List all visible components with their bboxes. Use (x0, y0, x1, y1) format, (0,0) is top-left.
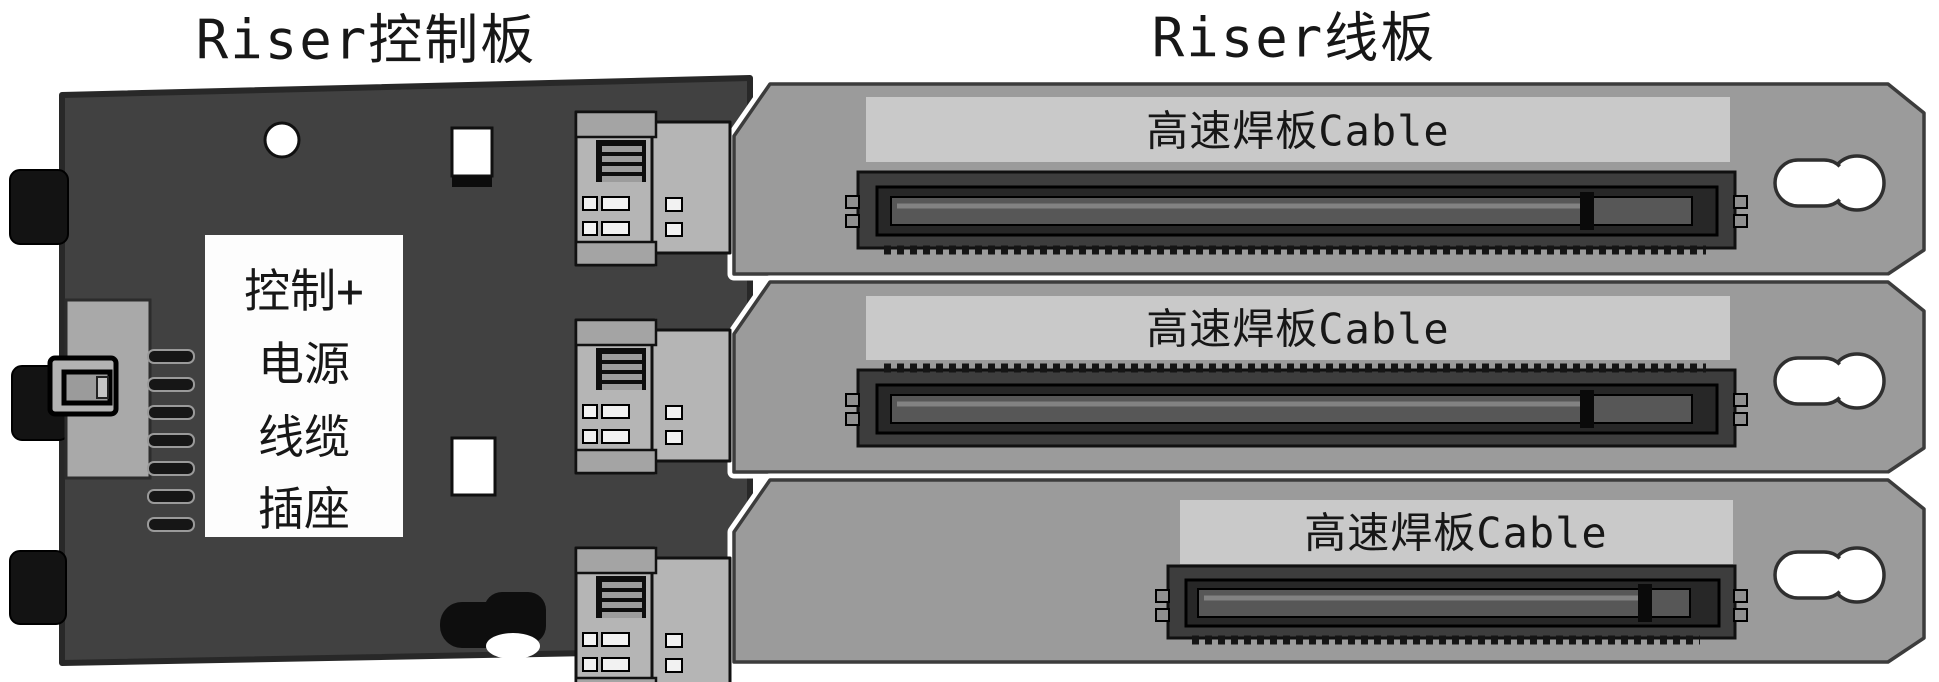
board-connector-2 (574, 318, 732, 475)
board-component-blob (440, 592, 546, 659)
slot-key-notch (1580, 192, 1594, 230)
riser-cable-board-1: 高速焊板Cable (727, 77, 1931, 281)
cable-banner (866, 296, 1730, 360)
mounting-hole-circle (263, 121, 301, 159)
side-bump-bottom (9, 550, 67, 625)
board-connector-3 (574, 546, 732, 682)
cable-banner (1180, 500, 1733, 564)
edge-slot (845, 363, 1748, 448)
edge-slot (1155, 564, 1748, 645)
power-socket-plug (47, 355, 119, 417)
cable-banner-label: 高速焊板Cable (1146, 305, 1449, 354)
socket-label-line: 插座 (258, 482, 350, 536)
mounting-hole-square-top (450, 126, 494, 187)
cable-banner-label: 高速焊板Cable (1146, 107, 1449, 156)
side-bump-top (9, 169, 69, 245)
socket-label-line: 线缆 (258, 410, 350, 464)
keyhole-mount (1773, 352, 1886, 410)
socket-label-line: 控制+ (244, 264, 364, 318)
board-connector-1 (574, 110, 732, 267)
slot-key-notch (1638, 584, 1652, 622)
socket-pin (147, 433, 195, 448)
socket-pin (147, 489, 195, 504)
socket-pins (147, 349, 195, 532)
socket-label-line: 电源 (258, 337, 350, 391)
mounting-hole-square-bottom (450, 436, 497, 497)
socket-pin (147, 461, 195, 476)
socket-pin (147, 405, 195, 420)
cable-banner (866, 97, 1730, 162)
socket-label-box: 控制+ 电源 线缆 插座 (205, 235, 403, 537)
socket-pin (147, 377, 195, 392)
title-riser-cable-board: Riser线板 (1152, 7, 1437, 70)
riser-cable-board-2: 高速焊板Cable (727, 275, 1931, 479)
slot-key-notch (1580, 390, 1594, 428)
edge-slot (845, 170, 1748, 255)
riser-cable-board-3: 高速焊板Cable (727, 473, 1931, 669)
socket-pin (147, 517, 195, 532)
keyhole-mount (1773, 154, 1886, 212)
keyhole-mount (1773, 546, 1886, 604)
socket-pin (147, 349, 195, 364)
cable-banner-label: 高速焊板Cable (1304, 509, 1607, 558)
title-riser-control-board: Riser控制板 (196, 9, 537, 72)
